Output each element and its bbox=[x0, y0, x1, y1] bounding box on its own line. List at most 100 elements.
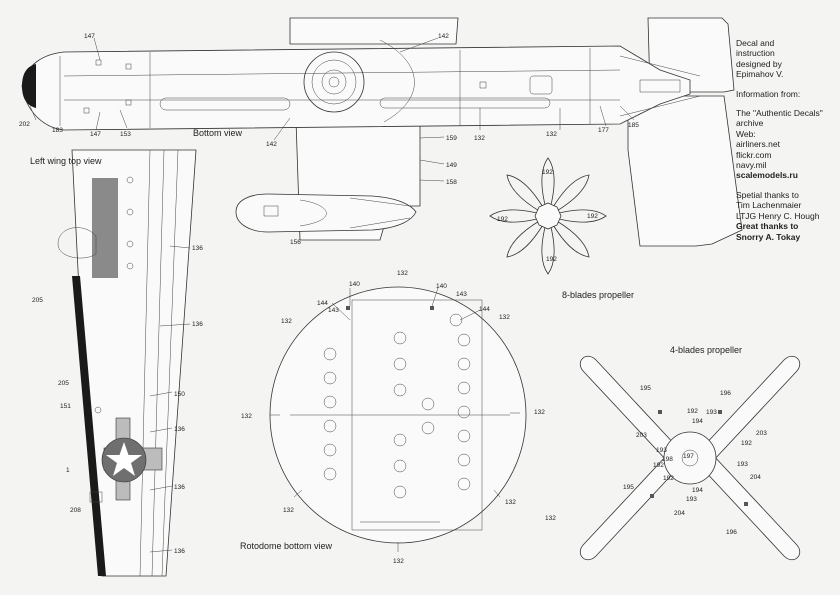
callout-number: 205 bbox=[58, 380, 69, 387]
callout-number: 144 bbox=[479, 306, 490, 313]
propeller-8-blade-title: 8-blades propeller bbox=[562, 290, 634, 300]
callout-number: 136 bbox=[174, 548, 185, 555]
callout-number: 192 bbox=[546, 256, 557, 263]
callout-number: 142 bbox=[266, 141, 277, 148]
callout-number: 140 bbox=[349, 281, 360, 288]
left-wing-top-view bbox=[57, 149, 197, 577]
rotodome-bottom-view-title: Rotodome bottom view bbox=[240, 541, 333, 551]
callout-number: 142 bbox=[438, 33, 449, 40]
callout-number: 132 bbox=[281, 318, 292, 325]
callout-number: 147 bbox=[84, 33, 95, 40]
callout-number: 205 bbox=[32, 297, 43, 304]
credit-line: Tim Lachenmaier bbox=[736, 200, 802, 211]
callout-number: 132 bbox=[505, 499, 516, 506]
callout-number: 192 bbox=[663, 475, 674, 482]
callout-number: 149 bbox=[446, 162, 457, 169]
spacer bbox=[736, 99, 836, 108]
callout-number: 204 bbox=[674, 510, 685, 517]
callout-number: 132 bbox=[283, 507, 294, 514]
callout-number: 202 bbox=[19, 121, 30, 128]
callout-number: 140 bbox=[436, 283, 447, 290]
callout-number: 203 bbox=[636, 432, 647, 439]
callout-number: 193 bbox=[686, 496, 697, 503]
callout-number: 143 bbox=[328, 307, 339, 314]
spacer bbox=[736, 181, 836, 190]
callout-number: 150 bbox=[174, 391, 185, 398]
credit-line: LTJG Henry C. Hough bbox=[736, 210, 820, 221]
callout-number: 159 bbox=[446, 135, 457, 142]
callout-number: 194 bbox=[692, 487, 703, 494]
callout-number: 193 bbox=[706, 409, 717, 416]
callout-number: 1 bbox=[66, 467, 70, 474]
left-wing-top-view-title: Left wing top view bbox=[30, 156, 102, 166]
credit-line: flickr.com bbox=[736, 149, 772, 160]
fuselage-bottom-view bbox=[21, 17, 743, 247]
callout-number: 193 bbox=[656, 447, 667, 454]
callout-number: 132 bbox=[534, 409, 545, 416]
callout-number: 177 bbox=[598, 127, 609, 134]
propeller-4-blade bbox=[579, 355, 801, 561]
callout-number: 132 bbox=[545, 515, 556, 522]
callout-number: 136 bbox=[174, 426, 185, 433]
callout-number: 144 bbox=[317, 300, 328, 307]
credit-line: instruction bbox=[736, 48, 775, 59]
callout-number: 192 bbox=[653, 462, 664, 469]
propeller-8-blade bbox=[489, 157, 607, 275]
callout-number: 147 bbox=[90, 131, 101, 138]
callout-number: 185 bbox=[628, 122, 639, 129]
credits-panel: Decal and instruction designed by Epimah… bbox=[736, 38, 836, 242]
callout-number: 192 bbox=[542, 169, 553, 176]
callout-number: 132 bbox=[474, 135, 485, 142]
engine-nacelle-view bbox=[235, 193, 417, 233]
callout-number: 132 bbox=[397, 270, 408, 277]
callout-number: 132 bbox=[241, 413, 252, 420]
callout-number: 197 bbox=[683, 453, 694, 460]
callout-number: 132 bbox=[393, 558, 404, 565]
rotodome-bottom-view bbox=[269, 286, 527, 544]
callout-number: 136 bbox=[192, 245, 203, 252]
credit-line: Snorry A. Tokay bbox=[736, 231, 801, 242]
callout-number: 192 bbox=[497, 216, 508, 223]
credit-line: scalemodels.ru bbox=[736, 170, 798, 181]
callout-number: 192 bbox=[687, 408, 698, 415]
credit-line: Epimahov V. bbox=[736, 69, 784, 80]
callout-number: 132 bbox=[499, 314, 510, 321]
callout-number: 194 bbox=[692, 418, 703, 425]
callout-number: 143 bbox=[456, 291, 467, 298]
callout-number: 195 bbox=[640, 385, 651, 392]
propeller-4-callouts: 195 196 193 192 203 192 193 194 203 198 … bbox=[623, 385, 767, 536]
propeller-4-blade-title: 4-blades propeller bbox=[670, 345, 742, 355]
callout-number: 193 bbox=[737, 461, 748, 468]
callout-number: 153 bbox=[120, 131, 131, 138]
callout-number: 132 bbox=[546, 131, 557, 138]
callout-number: 192 bbox=[587, 213, 598, 220]
callout-number: 198 bbox=[662, 456, 673, 463]
credit-line: archive bbox=[736, 118, 764, 129]
callout-number: 203 bbox=[756, 430, 767, 437]
credit-line: navy.mil bbox=[736, 160, 767, 171]
credit-line: airliners.net bbox=[736, 139, 780, 150]
propeller-8-callouts: 192 192 192 192 bbox=[497, 169, 598, 263]
credit-line: Spetial thanks to bbox=[736, 189, 799, 200]
callout-number: 156 bbox=[290, 239, 301, 246]
credit-line: designed by bbox=[736, 58, 782, 69]
callout-number: 196 bbox=[726, 529, 737, 536]
rotodome-bolt-circles bbox=[323, 313, 471, 499]
callout-number: 158 bbox=[446, 179, 457, 186]
callout-number: 151 bbox=[60, 403, 71, 410]
callout-number: 195 bbox=[623, 484, 634, 491]
callout-number: 136 bbox=[174, 484, 185, 491]
wing-callouts: 136 205 136 205 150 151 136 1 136 208 13… bbox=[32, 245, 203, 555]
credit-line: Great thanks to bbox=[736, 221, 799, 232]
bottom-view-title: Bottom view bbox=[193, 128, 243, 138]
rotodome-callouts: 132 140 140 143 144 144 143 132 132 132 … bbox=[241, 270, 556, 565]
fuselage-callouts: 147 142 202 183 147 153 142 132 132 177 … bbox=[19, 33, 639, 246]
callout-number: 183 bbox=[52, 127, 63, 134]
credit-line: Decal and bbox=[736, 38, 775, 48]
spacer bbox=[736, 80, 836, 89]
callout-number: 136 bbox=[192, 321, 203, 328]
callout-number: 192 bbox=[741, 440, 752, 447]
credit-line: The "Authentic Decals" bbox=[736, 108, 823, 119]
callout-number: 204 bbox=[750, 474, 761, 481]
